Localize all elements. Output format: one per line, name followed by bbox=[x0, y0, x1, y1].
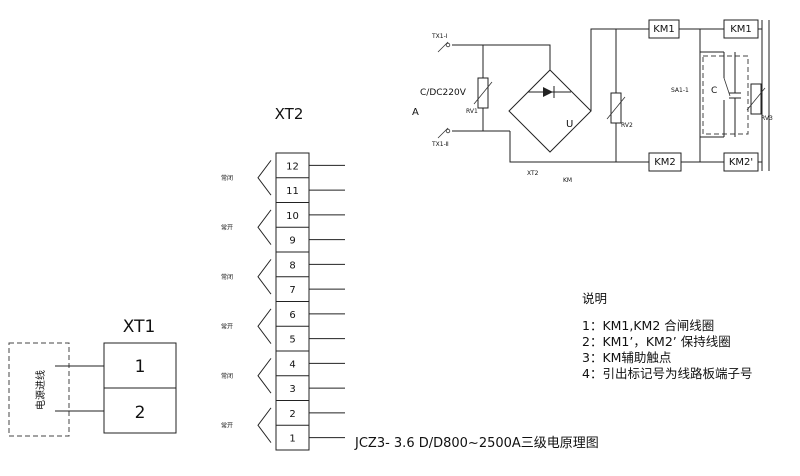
power-input-label: 电源进线 bbox=[34, 370, 47, 410]
note-item-3: 3：KM辅助触点 bbox=[582, 350, 671, 365]
xt2-terminal-number: 4 bbox=[289, 359, 295, 370]
km2-coil-label: KM2 bbox=[654, 157, 676, 168]
xt1-title: XT1 bbox=[123, 317, 156, 337]
km2-coil bbox=[648, 152, 682, 172]
xt2-terminal-number: 2 bbox=[289, 409, 295, 420]
xt2-title: XT2 bbox=[275, 105, 304, 123]
node-a-label: A bbox=[412, 107, 419, 118]
contact-type-label: 常闭 bbox=[221, 273, 233, 281]
xt2-terminal-number: 10 bbox=[286, 211, 299, 222]
contact-type-label: 常开 bbox=[221, 223, 233, 231]
contact-type-label: 常开 bbox=[221, 322, 233, 330]
contact-bracket bbox=[257, 308, 272, 344]
notes-heading: 说明 bbox=[582, 291, 607, 306]
xt2-terminal-number: 1 bbox=[289, 434, 295, 445]
xt2-terminal-number: 9 bbox=[289, 236, 295, 247]
km2-hold-coil-label: KM2' bbox=[729, 157, 753, 168]
xt2-terminal-number: 3 bbox=[289, 384, 295, 395]
supply-voltage-label: C/DC220V bbox=[420, 88, 467, 98]
diagram-caption: JCZ3- 3.6 D/D800~2500A三级电原理图 bbox=[354, 436, 599, 451]
rv2-label: RV2 bbox=[621, 122, 633, 129]
contact-type-label: 常闭 bbox=[221, 372, 233, 380]
supply-rail-top bbox=[452, 44, 551, 70]
note-item-2: 2：KM1’，KM2’ 保持线圈 bbox=[582, 334, 731, 349]
diode-symbol bbox=[543, 87, 553, 97]
contact-type-label: 常闭 bbox=[221, 174, 233, 182]
sa-switch-label: SA1-1 bbox=[671, 87, 689, 94]
xt2-terminal-number: 5 bbox=[289, 335, 295, 346]
km1-hold-coil-label: KM1 bbox=[730, 24, 752, 35]
xt2-terminal-number: 12 bbox=[286, 161, 299, 172]
bridge-u-label: U bbox=[566, 119, 573, 130]
dc-bus-top bbox=[590, 28, 762, 111]
km1-coil bbox=[648, 19, 680, 39]
control-circuit: TX1-Ⅰ TX1-Ⅱ C/DC220V A RV1 U XT2 KM R bbox=[412, 19, 773, 184]
contact-type-label: 常开 bbox=[221, 421, 233, 429]
notes: 说明 1：KM1,KM2 合闸线圈 2：KM1’，KM2’ 保持线圈 3：KM辅… bbox=[582, 291, 752, 381]
tx1-top-label: TX1-Ⅰ bbox=[431, 33, 448, 40]
tx1-bottom-label: TX1-Ⅱ bbox=[431, 141, 449, 148]
km-ref-label: KM bbox=[563, 177, 572, 184]
rv1-label: RV1 bbox=[466, 108, 478, 115]
capacitor-c-label: C bbox=[711, 86, 717, 96]
km1-hold-coil bbox=[723, 19, 759, 39]
power-source-box bbox=[8, 342, 70, 437]
km2-hold-coil bbox=[723, 152, 759, 172]
contact-bracket bbox=[257, 407, 272, 443]
xt1-terminal-2: 2 bbox=[135, 403, 146, 423]
xt2-ref-label: XT2 bbox=[527, 170, 539, 177]
xt2-terminal-number: 6 bbox=[289, 310, 295, 321]
xt2-terminal-number: 8 bbox=[289, 260, 295, 271]
bridge-rectifier bbox=[508, 69, 592, 153]
xt1-terminal-block: XT1 1 2 电源进线 bbox=[8, 317, 177, 437]
contact-bracket bbox=[257, 209, 272, 245]
xt1-terminal-1: 1 bbox=[135, 357, 146, 377]
sa1-switch-block bbox=[702, 55, 749, 135]
note-item-1: 1：KM1,KM2 合闸线圈 bbox=[582, 318, 714, 333]
note-item-4: 4：引出标记号为线路板端子号 bbox=[582, 366, 752, 381]
xt2-terminal-number: 11 bbox=[286, 186, 299, 197]
xt2-terminal-number: 7 bbox=[289, 285, 295, 296]
rv3-label: RV3 bbox=[761, 115, 773, 122]
contact-bracket bbox=[257, 160, 272, 196]
km1-coil-label: KM1 bbox=[653, 24, 675, 35]
contact-bracket bbox=[257, 259, 272, 295]
contact-bracket bbox=[257, 358, 272, 394]
